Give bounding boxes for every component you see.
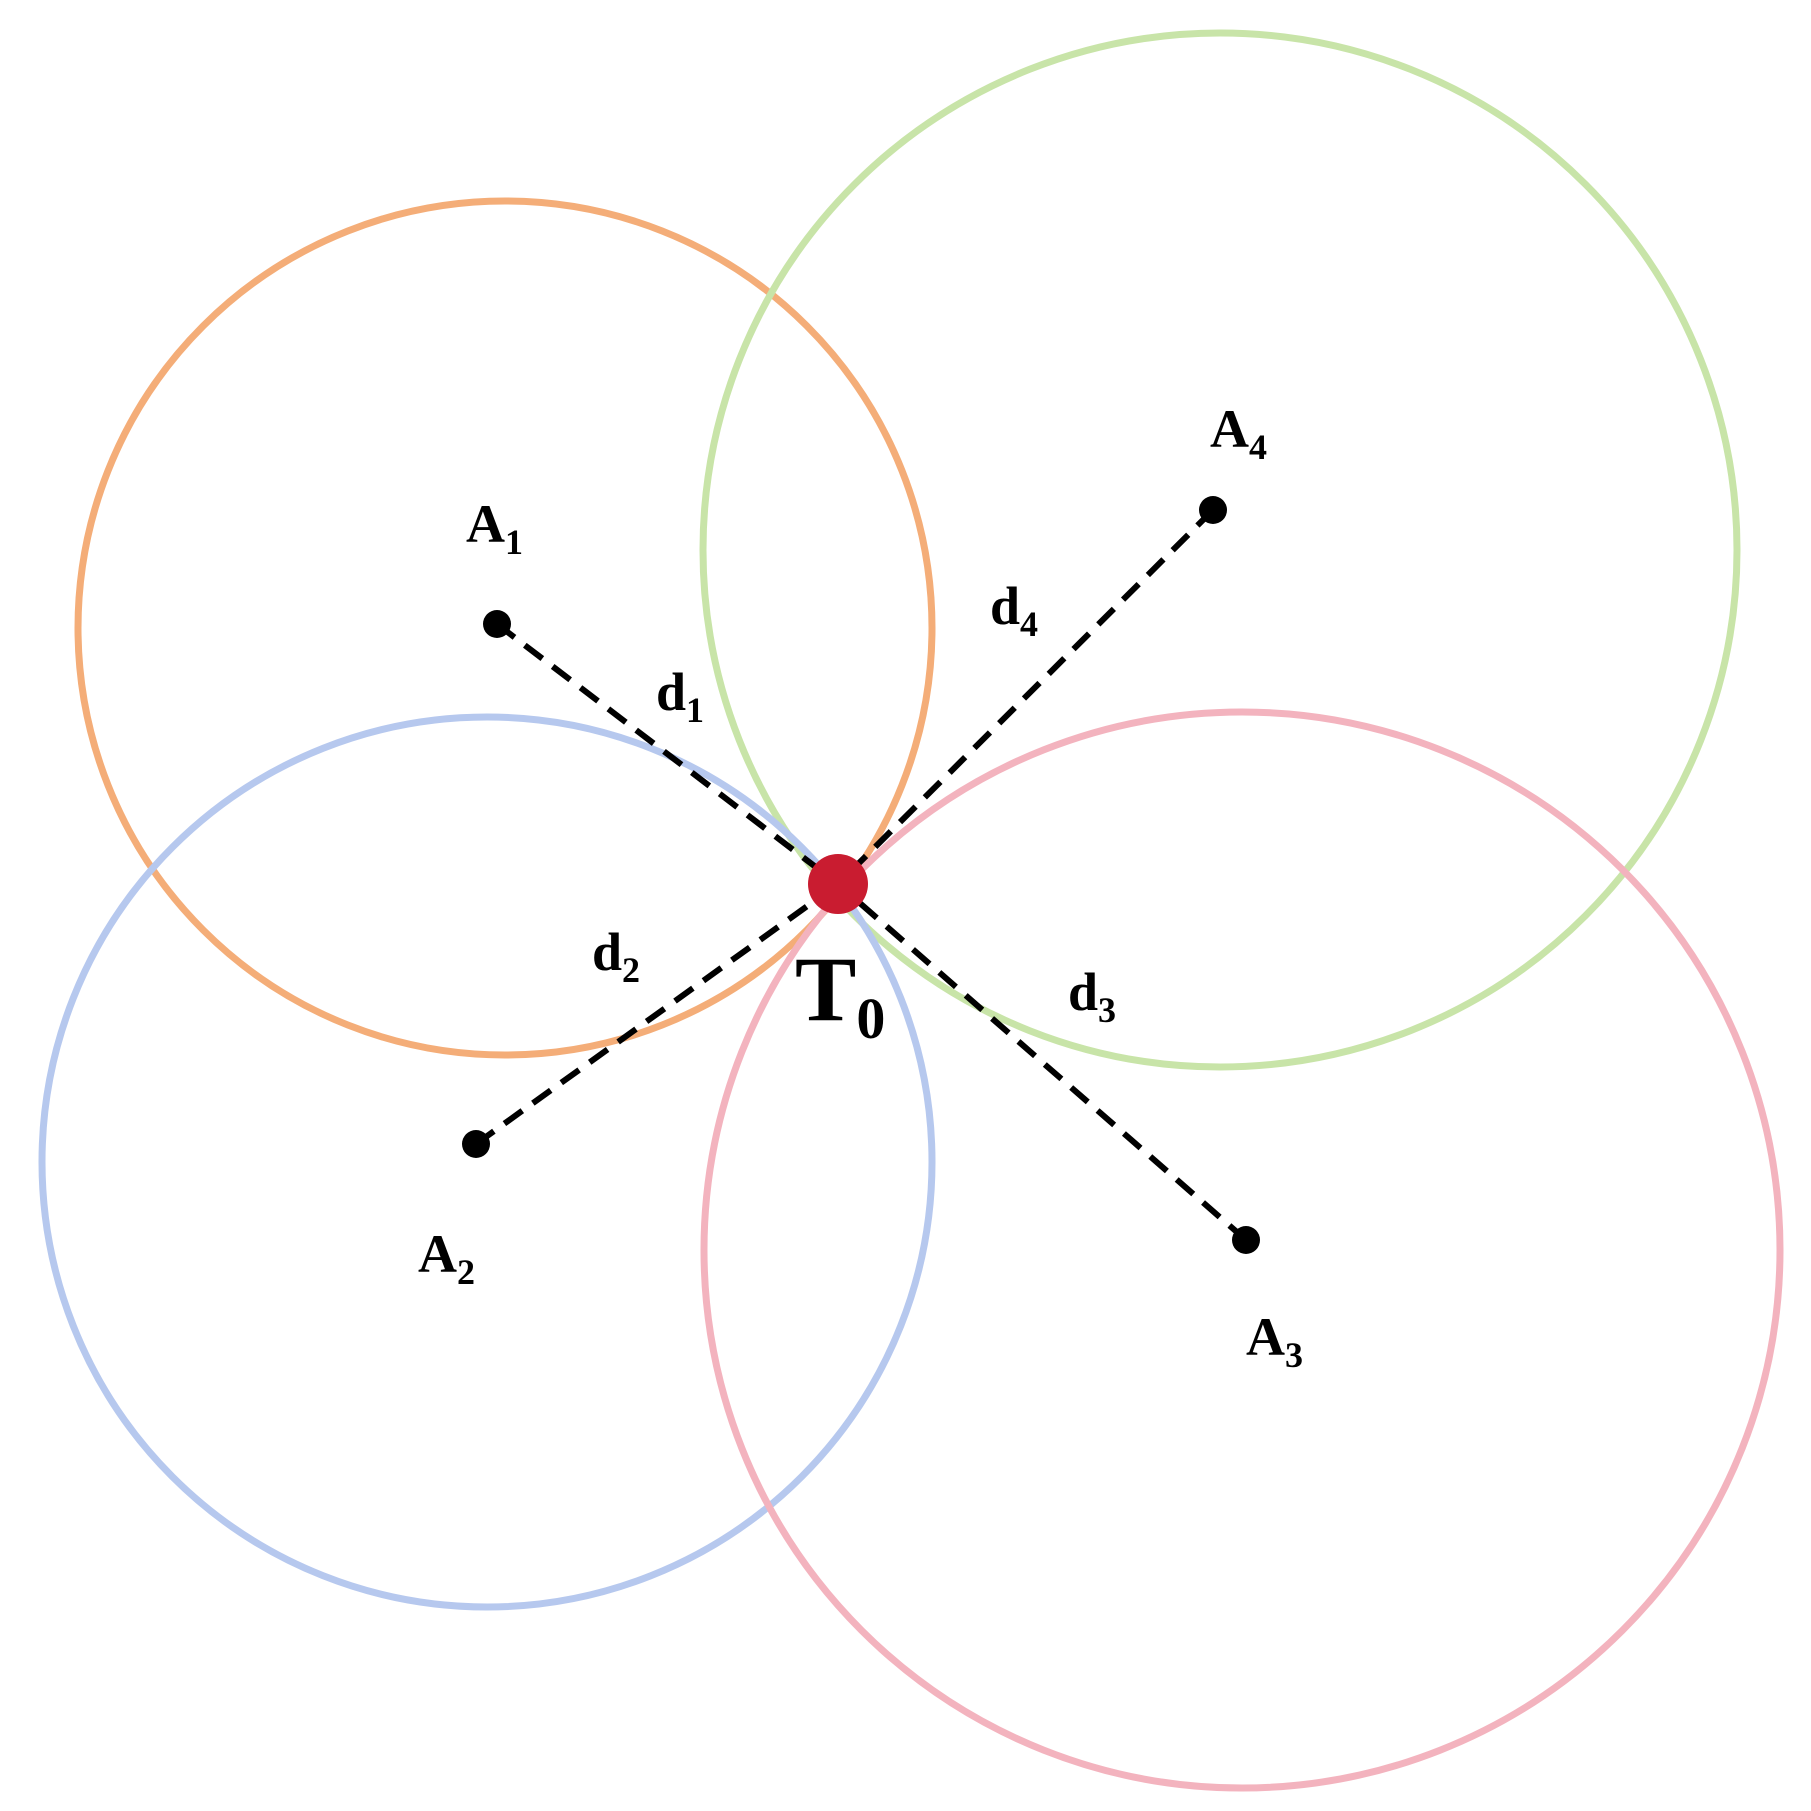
distance-3-label: d3 (1068, 962, 1116, 1030)
anchor-3-point (1232, 1226, 1260, 1254)
distance-line-2 (474, 881, 840, 1147)
anchor-3-range-circle (700, 708, 1784, 1792)
anchor-1-range-circle (74, 197, 936, 1059)
target-label: T0 (795, 938, 885, 1051)
anchor-4-range-circle (699, 29, 1741, 1071)
anchor-3-label: A3 (1246, 1307, 1303, 1375)
distance-line-4 (835, 507, 1216, 887)
anchor-2-range-circle (38, 713, 936, 1611)
target-point (808, 854, 868, 914)
anchor-2-point (462, 1130, 490, 1158)
anchor-1-point (483, 610, 511, 638)
anchor-4-label: A4 (1210, 399, 1267, 467)
distance-line-3 (836, 881, 1248, 1243)
distance-1-label: d1 (656, 662, 704, 730)
anchor-4-point (1199, 496, 1227, 524)
distance-4-label: d4 (990, 576, 1038, 644)
anchor-2-label: A2 (418, 1224, 475, 1292)
distance-2-label: d2 (592, 922, 640, 990)
anchor-1-label: A1 (466, 494, 523, 562)
distance-line-1 (495, 621, 840, 887)
